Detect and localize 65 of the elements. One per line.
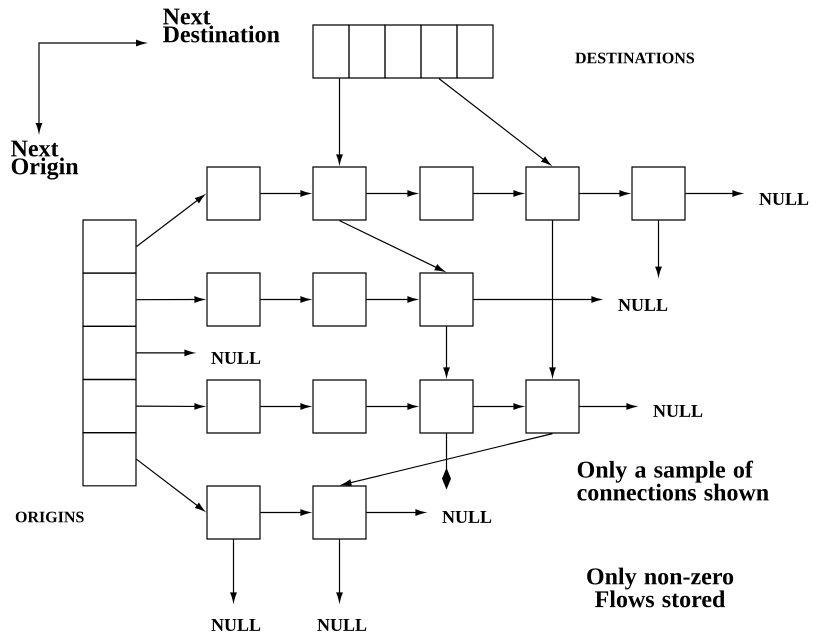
arrow bbox=[474, 296, 601, 303]
arrow bbox=[580, 190, 629, 197]
arrow bbox=[260, 296, 310, 303]
cell-box bbox=[525, 379, 580, 434]
arrow bbox=[438, 78, 551, 166]
arrow bbox=[342, 433, 553, 486]
cell-box bbox=[420, 24, 458, 79]
arrow bbox=[580, 403, 636, 410]
cell-box bbox=[525, 166, 580, 221]
arrow bbox=[336, 78, 343, 164]
arrow bbox=[366, 296, 417, 303]
arrow bbox=[230, 540, 237, 602]
cell-box bbox=[631, 166, 686, 221]
arrow bbox=[366, 509, 425, 516]
arrow bbox=[686, 190, 742, 197]
cell-box bbox=[348, 24, 386, 79]
cell-box bbox=[82, 326, 137, 380]
arrow bbox=[136, 350, 194, 356]
arrow bbox=[136, 194, 204, 247]
cell-box bbox=[206, 272, 261, 327]
arrow bbox=[136, 296, 204, 303]
cell-box bbox=[312, 166, 367, 221]
cell-box bbox=[312, 379, 367, 434]
arrow bbox=[136, 458, 204, 512]
null-label: NULL bbox=[211, 619, 260, 631]
note-text: DESTINATIONS bbox=[575, 52, 694, 64]
arrow bbox=[339, 220, 444, 272]
cell-box bbox=[206, 166, 261, 221]
null-label: NULL bbox=[759, 193, 808, 205]
arrow bbox=[260, 190, 310, 197]
cell-box bbox=[206, 379, 261, 434]
cell-box bbox=[82, 432, 137, 486]
cell-box bbox=[419, 272, 474, 327]
null-label: NULL bbox=[317, 619, 366, 631]
arrow bbox=[260, 509, 310, 516]
arrow bbox=[474, 190, 523, 197]
null-label: NULL bbox=[442, 511, 492, 523]
cell-box bbox=[419, 379, 474, 434]
arrow bbox=[655, 220, 662, 276]
arrow bbox=[474, 403, 523, 410]
arrow bbox=[260, 403, 310, 410]
cell-box bbox=[82, 219, 137, 274]
arrow bbox=[549, 220, 556, 377]
cell-box bbox=[206, 485, 261, 540]
arrow bbox=[443, 326, 450, 377]
cell-box bbox=[82, 379, 137, 434]
cell-box bbox=[82, 272, 137, 327]
null-label: NULL bbox=[653, 405, 702, 417]
cell-box bbox=[419, 166, 474, 221]
null-label: NULL bbox=[211, 352, 260, 364]
null-label: NULL bbox=[618, 299, 668, 311]
cell-box bbox=[456, 24, 494, 79]
arrow bbox=[366, 190, 417, 197]
note-text: Only non-zero Flows stored bbox=[587, 568, 734, 608]
note-text: ORIGINS bbox=[16, 512, 84, 522]
note-text: Only a sample of connections shown bbox=[577, 460, 769, 501]
cell-box bbox=[312, 24, 350, 79]
cell-box bbox=[312, 272, 367, 327]
arrow bbox=[336, 540, 343, 602]
arrow bbox=[366, 403, 417, 410]
arrow bbox=[136, 403, 204, 410]
cell-box bbox=[312, 485, 367, 540]
note-text: Next Destination bbox=[163, 8, 280, 42]
cell-box bbox=[384, 24, 422, 79]
note-text: Next Origin bbox=[11, 140, 78, 180]
